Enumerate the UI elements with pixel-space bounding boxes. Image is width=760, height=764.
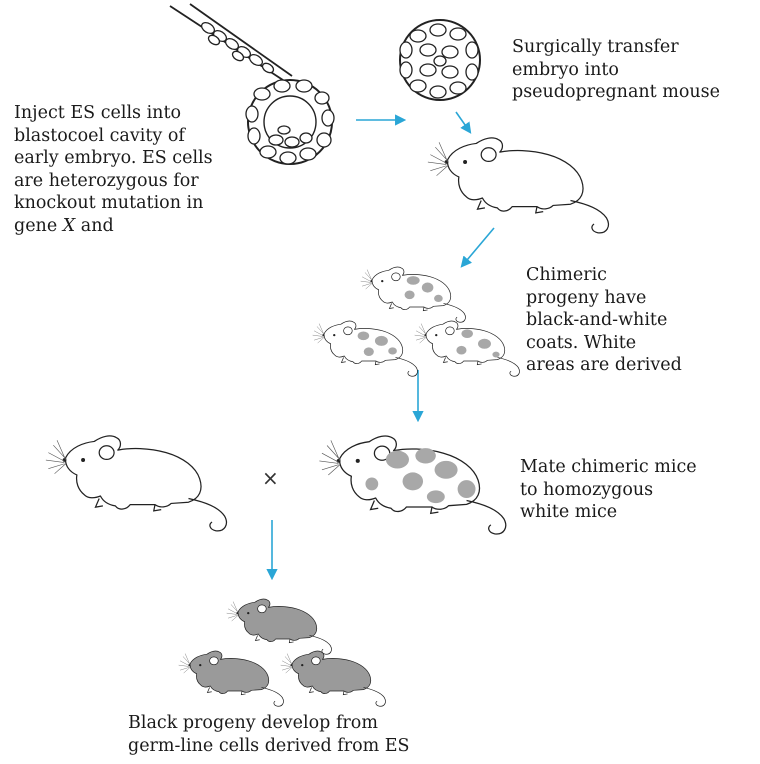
chimeric-mouse	[319, 436, 505, 534]
arrow-mouse-to-chimeras	[462, 228, 494, 266]
white-mouse	[46, 436, 227, 531]
chimeric-pup	[361, 267, 466, 322]
cross-symbol: ×	[262, 466, 279, 490]
chimeric-progeny-group	[313, 267, 520, 376]
caption-chimeric-progeny: Chimeric progeny have black-and-white co…	[526, 264, 682, 377]
arrow-embryo-to-mouse	[456, 112, 470, 132]
caption-black-progeny: Black progeny develop from germ-line cel…	[128, 712, 410, 757]
black-pup	[281, 651, 386, 706]
black-progeny-group	[179, 599, 386, 706]
injection-pipette	[170, 4, 292, 82]
caption-inject-es-cells: Inject ES cells into blastocoel cavity o…	[14, 102, 213, 237]
blastocyst-embryo	[246, 80, 334, 164]
transfer-embryo	[400, 20, 480, 100]
black-pup	[179, 651, 284, 706]
caption-surgical-transfer: Surgically transfer embryo into pseudopr…	[512, 36, 720, 104]
caption-mate-chimeric-mice: Mate chimeric mice to homozygous white m…	[520, 456, 697, 524]
pseudopregnant-mouse	[428, 138, 609, 233]
black-pup	[227, 599, 332, 654]
chimeric-pup	[415, 321, 520, 376]
chimeric-pup	[313, 321, 418, 376]
